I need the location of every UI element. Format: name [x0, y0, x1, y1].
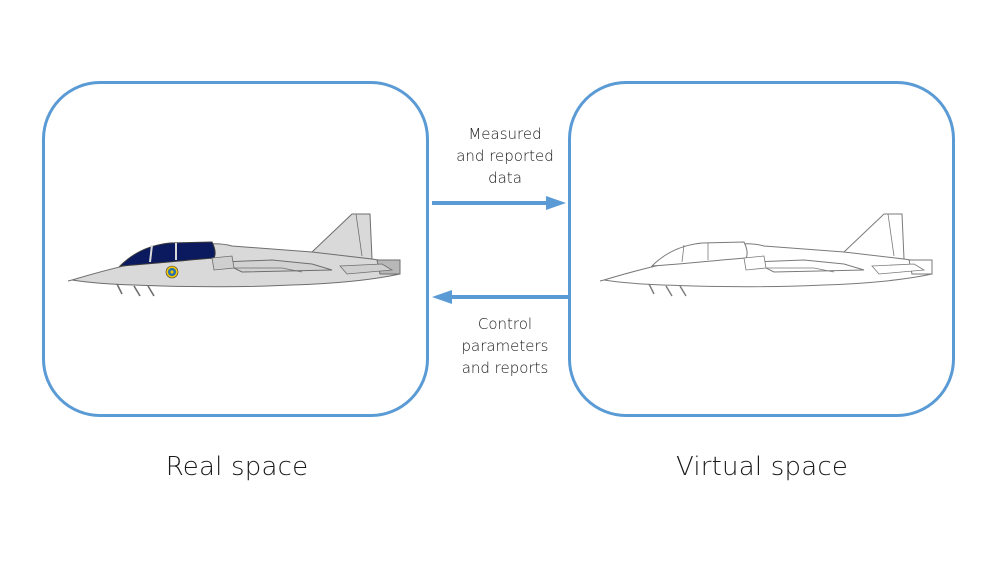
measured-data-label: Measured and reported data [456, 125, 554, 187]
real-aircraft-illustration [67, 213, 401, 297]
control-parameters-label: Control parameters and reports [461, 315, 549, 377]
real-space-panel [42, 81, 429, 417]
real-space-label: Real space [165, 452, 309, 482]
arrow-to-real [432, 290, 568, 304]
arrow-to-virtual [432, 196, 566, 210]
virtual-space-label: Virtual space [675, 452, 849, 482]
virtual-aircraft-illustration [599, 213, 933, 297]
virtual-space-panel [568, 81, 955, 417]
